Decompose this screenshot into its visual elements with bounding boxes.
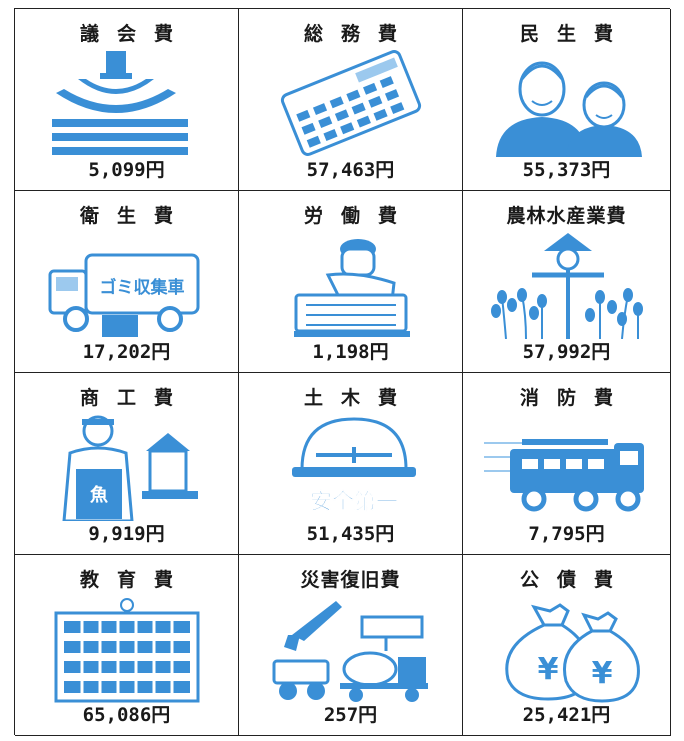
- cell-commerce: 商工費 魚 9,919円: [15, 373, 239, 555]
- budget-grid: 議会費 5,099円 総務費 57,463円: [14, 8, 671, 736]
- cell-amount: 9,919円: [88, 523, 165, 545]
- cell-amount: 257円: [323, 704, 378, 726]
- cell-title: 公債費: [519, 569, 631, 591]
- cell-amount: 1,198円: [312, 341, 389, 363]
- cell-amount: 57,992円: [522, 341, 611, 363]
- cell-title: 労働費: [303, 205, 415, 227]
- calculator-icon: [280, 50, 421, 156]
- truck-label: ゴミ収集車: [99, 277, 184, 298]
- cell-amount: 7,795円: [528, 523, 605, 545]
- yen-sign: ¥: [537, 652, 558, 687]
- cell-title: 商工費: [79, 387, 191, 409]
- cell-title: 総務費: [303, 23, 415, 45]
- cell-amount: 5,099円: [88, 159, 165, 181]
- cell-amount: 51,435円: [306, 523, 395, 545]
- cell-education: 教育費 65,086円: [15, 555, 239, 736]
- fishmonger-icon: 魚: [61, 415, 198, 521]
- cell-amount: 55,373円: [522, 159, 611, 181]
- cell-title: 議会費: [79, 23, 191, 45]
- worker-icon: [293, 239, 410, 337]
- cell-fire-defense: 消防費 7,795円: [463, 373, 671, 555]
- cell-disaster-recovery: 災害復旧費 257円: [239, 555, 463, 736]
- cell-civil-engineering: 土木費 安全第一 51,435円: [239, 373, 463, 555]
- cell-public-debt: 公債費 ¥ ¥ 25,421円: [463, 555, 671, 736]
- cell-title: 衛生費: [79, 205, 191, 227]
- elderly-couple-icon: [495, 61, 642, 157]
- cell-title: 教育費: [79, 569, 191, 591]
- fire-truck-icon: [483, 439, 644, 512]
- school-building-icon: [54, 598, 199, 703]
- cell-labor: 労働費 1,198円: [239, 191, 463, 373]
- yen-bags-icon: ¥ ¥: [504, 603, 640, 703]
- cell-amount: 17,202円: [82, 341, 171, 363]
- garbage-truck-icon: ゴミ収集車: [48, 253, 199, 337]
- cell-general-affairs: 総務費 57,463円: [239, 9, 463, 191]
- cell-amount: 25,421円: [522, 704, 611, 726]
- cell-amount: 57,463円: [306, 159, 395, 181]
- cell-title: 民生費: [519, 23, 631, 45]
- construction-machines-icon: [272, 601, 428, 702]
- safety-helmet-icon: 安全第一: [291, 417, 416, 515]
- cell-title: 土木費: [303, 387, 415, 409]
- cell-welfare: 民生費 55,373円: [463, 9, 671, 191]
- cell-sanitation: 衛生費 ゴミ収集車 17,202円: [15, 191, 239, 373]
- parliament-icon: [51, 51, 188, 155]
- cell-title: 災害復旧費: [300, 569, 401, 591]
- yen-sign: ¥: [591, 656, 612, 691]
- cell-agriculture: 農林水産業費 57,992円: [463, 191, 671, 373]
- cell-title: 農林水産業費: [506, 205, 627, 227]
- cell-assembly: 議会費 5,099円: [15, 9, 239, 191]
- scarecrow-rice-icon: [490, 233, 643, 339]
- helmet-slogan: 安全第一: [309, 489, 397, 515]
- cell-title: 消防費: [519, 387, 631, 409]
- apron-label: 魚: [90, 484, 108, 506]
- cell-amount: 65,086円: [82, 704, 171, 726]
